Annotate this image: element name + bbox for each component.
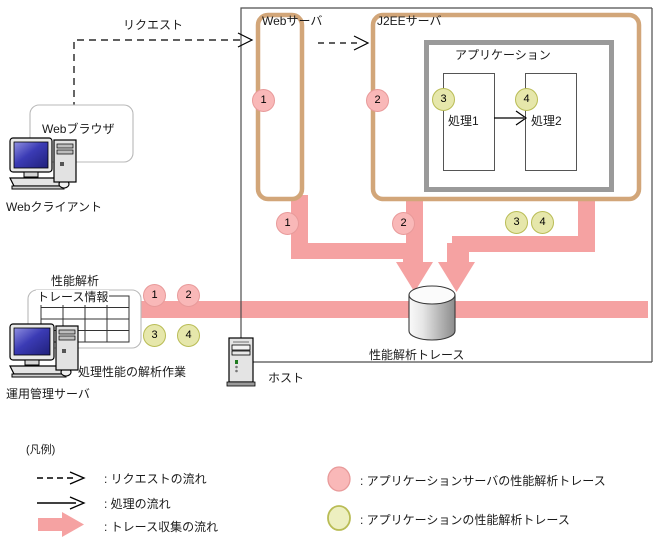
application-label: アプリケーション <box>455 48 551 62</box>
legend-item-appserver-trace-label: : アプリケーションサーバの性能解析トレース <box>360 474 606 488</box>
trace-flow-arrows <box>119 178 648 325</box>
thick-pink-arrow-icon <box>38 512 84 537</box>
marker-trace-out-2: 2 <box>392 212 415 235</box>
host-server-icon <box>226 337 256 387</box>
request-arrow-client-to-web <box>73 32 254 133</box>
web-server-label: Webサーバ <box>262 14 323 28</box>
request-arrow-web-to-j2ee <box>318 35 370 51</box>
pink-circle-icon <box>327 466 351 492</box>
marker-trace-out-3: 3 <box>505 211 528 234</box>
request-label: リクエスト <box>123 18 184 32</box>
marker-j2ee-server-2: 2 <box>366 89 389 112</box>
marker-web-server-1: 1 <box>252 89 275 112</box>
legend-item-trace-label: : トレース収集の流れ <box>104 520 219 534</box>
marker-process1-3: 3 <box>432 88 455 111</box>
marker-trace-out-4: 4 <box>531 211 554 234</box>
marker-result-3: 3 <box>143 324 166 347</box>
dashed-arrow-icon <box>37 471 86 485</box>
marker-result-4: 4 <box>177 324 200 347</box>
legend-item-app-trace-label: : アプリケーションの性能解析トレース <box>360 513 570 527</box>
legend-item-process-label: : 処理の流れ <box>104 497 171 511</box>
web-client-computer-icon <box>9 137 77 190</box>
host-frame <box>240 7 653 363</box>
legend-item-request-label: : リクエストの流れ <box>104 472 207 486</box>
process1-box <box>443 73 495 171</box>
solid-arrow-icon <box>37 496 86 510</box>
host-label: ホスト <box>268 371 305 385</box>
process2-box <box>525 73 577 171</box>
marker-process2-4: 4 <box>515 88 538 111</box>
web-browser-label: Webブラウザ <box>42 122 115 136</box>
j2ee-server-label: J2EEサーバ <box>377 14 442 28</box>
ops-server-computer-icon <box>9 323 79 378</box>
process1-label: 処理1 <box>448 114 479 128</box>
olive-circle-icon <box>327 505 351 531</box>
trace-database-icon <box>408 285 456 341</box>
legend-heading: (凡例) <box>26 444 56 456</box>
process-flow-arrow <box>494 110 528 126</box>
web-client-label: Webクライアント <box>6 200 102 214</box>
marker-trace-out-1: 1 <box>276 212 299 235</box>
process2-label: 処理2 <box>531 114 562 128</box>
marker-result-1: 1 <box>143 284 166 307</box>
ops-server-label: 運用管理サーバ <box>6 387 90 401</box>
trace-db-label: 性能解析トレース <box>369 348 465 362</box>
trace-info-label-line2: トレース情報 <box>36 290 110 305</box>
analysis-work-label: 処理性能の解析作業 <box>78 365 187 379</box>
trace-info-label-line1: 性能解析 <box>51 274 100 288</box>
marker-result-2: 2 <box>177 284 200 307</box>
